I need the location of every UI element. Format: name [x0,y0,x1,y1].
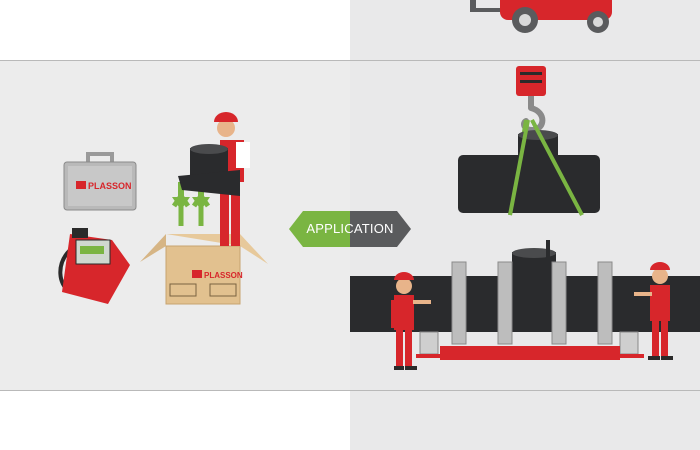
forklift-icon [470,0,612,33]
badge-label: APPLICATION [306,221,394,236]
svg-text:PLASSON: PLASSON [204,271,243,280]
bottom-divider [0,390,700,391]
svg-text:PLASSON: PLASSON [88,181,132,191]
tool-case-icon: PLASSON [63,152,137,211]
top-divider [0,60,700,61]
worker-icon [634,262,673,360]
worker-icon [391,272,431,370]
welding-machine-icon [58,228,130,304]
cardboard-box-icon: PLASSON [140,234,268,305]
up-arrows-icon [171,182,211,226]
clamp-frame-icon [416,261,644,360]
badge-left-segment [289,211,350,247]
worker-icon [178,112,250,246]
pipe-icon [458,119,600,216]
badge-right-segment [350,211,411,247]
application-badge: APPLICATION [289,211,411,247]
left-band [0,60,350,390]
